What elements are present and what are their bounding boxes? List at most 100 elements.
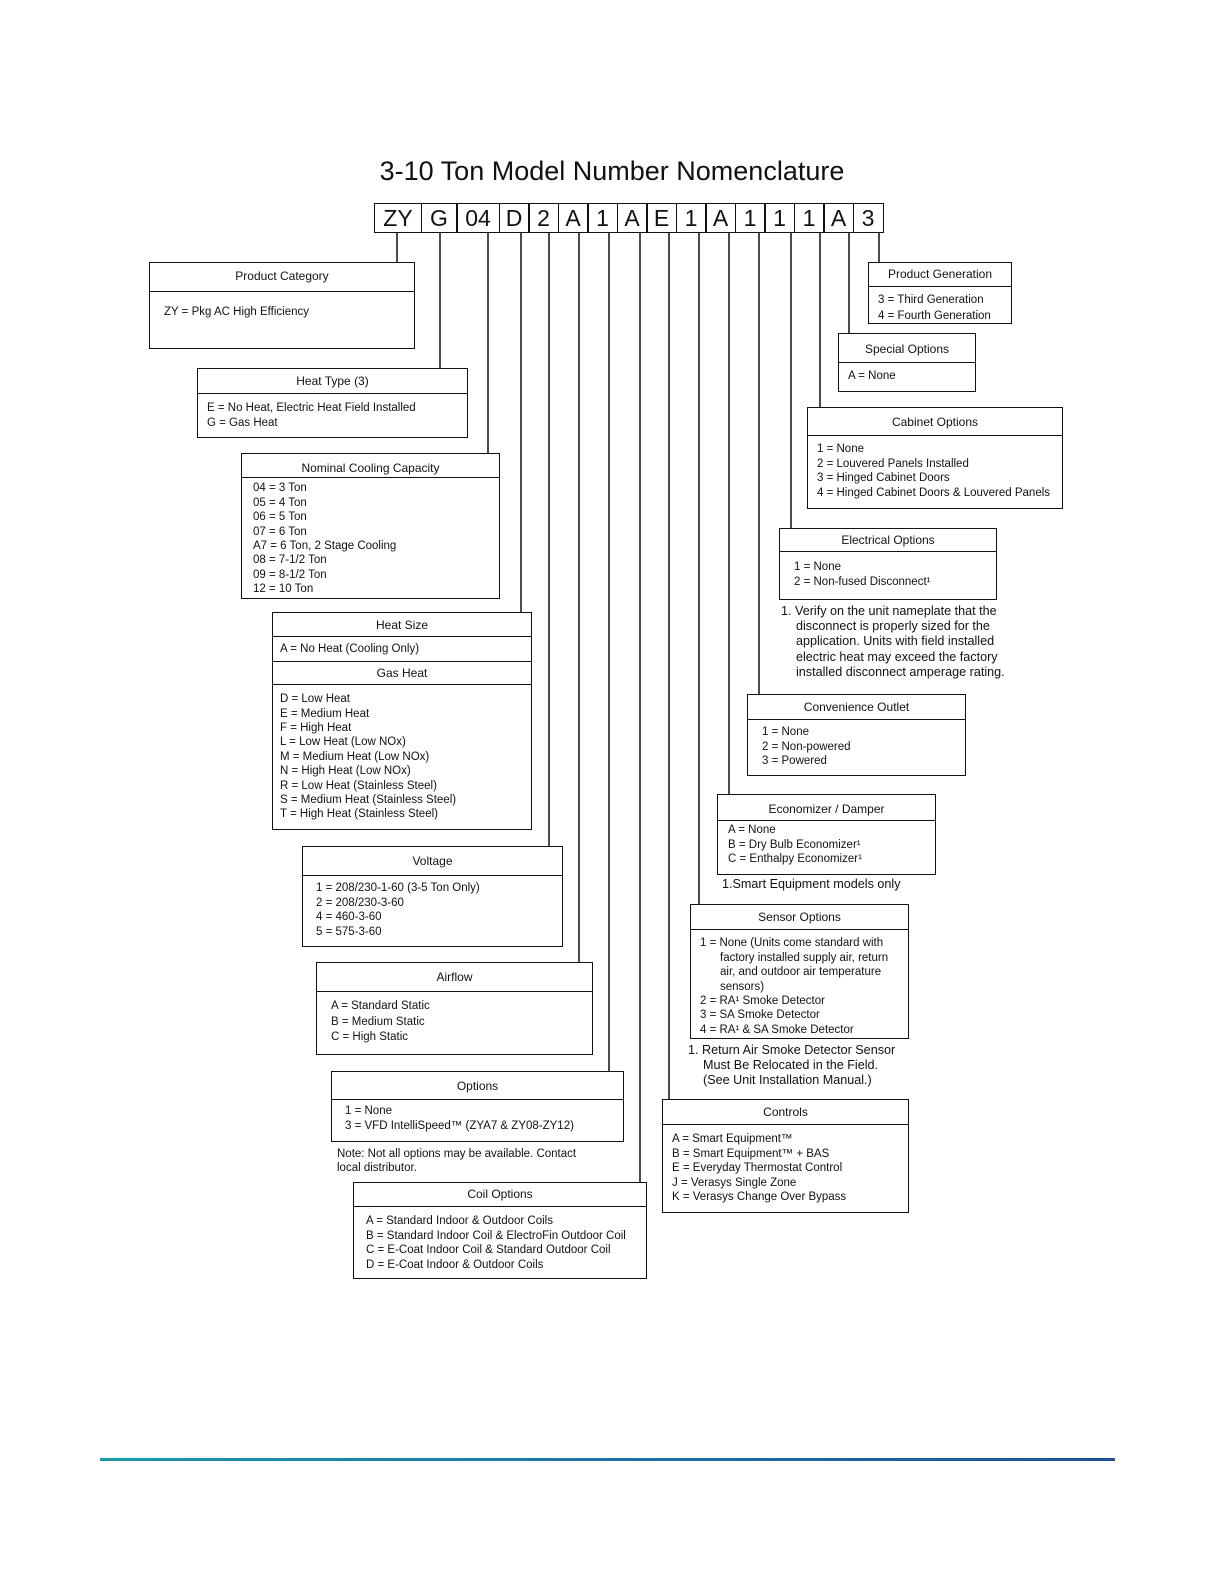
option-item: B = Dry Bulb Economizer¹	[728, 838, 861, 851]
option-item: D = Low Heat	[280, 693, 350, 706]
nominal-cooling-capacity-box: Nominal Cooling Capacity 04 = 3 Ton 05 =…	[241, 453, 500, 599]
option-item: 12 = 10 Ton	[253, 583, 314, 596]
code-cell: 2	[528, 203, 559, 233]
box-header: Voltage	[303, 847, 562, 877]
box-header: Convenience Outlet	[748, 695, 965, 721]
heat-size-box: Heat Size A = No Heat (Cooling Only) Gas…	[272, 612, 532, 830]
options-note: Note: Not all options may be available. …	[337, 1147, 576, 1175]
diagram-title: 3-10 Ton Model Number Nomenclature	[379, 156, 845, 186]
box-header: Options	[332, 1072, 623, 1101]
heat-type-box: Heat Type (3) E = No Heat, Electric Heat…	[197, 368, 468, 438]
special-options-box: Special Options A = None	[838, 333, 976, 392]
code-cell: ZY	[374, 203, 422, 233]
code-cell: A	[616, 203, 648, 233]
economizer-damper-box: Economizer / Damper A = None B = Dry Bul…	[717, 794, 936, 875]
cabinet-options-box: Cabinet Options 1 = None 2 = Louvered Pa…	[807, 407, 1063, 509]
option-item: A = Standard Indoor & Outdoor Coils	[366, 1215, 553, 1228]
option-item: 4 = 460-3-60	[316, 911, 382, 924]
voltage-box: Voltage 1 = 208/230-1-60 (3-5 Ton Only) …	[302, 846, 563, 947]
option-item: 1 = 208/230-1-60 (3-5 Ton Only)	[316, 882, 480, 895]
option-item: C = E-Coat Indoor Coil & Standard Outdoo…	[366, 1244, 611, 1257]
option-item: C = High Static	[331, 1031, 409, 1044]
option-item: 2 = 208/230-3-60	[316, 896, 404, 909]
option-item: A = None	[728, 824, 776, 837]
convenience-outlet-box: Convenience Outlet 1 = None 2 = Non-powe…	[747, 694, 966, 776]
box-header: Product Category	[150, 263, 414, 293]
code-cell: 3	[852, 203, 884, 233]
options-box: Options 1 = None 3 = VFD IntelliSpeed™ (…	[331, 1071, 624, 1142]
option-item: A7 = 6 Ton, 2 Stage Cooling	[253, 540, 397, 553]
option-item: S = Medium Heat (Stainless Steel)	[280, 794, 457, 807]
option-item: B = Medium Static	[331, 1015, 425, 1028]
option-item: E = Everyday Thermostat Control	[672, 1162, 843, 1175]
code-cell: D	[498, 203, 530, 233]
option-item: 2 = Louvered Panels Installed	[817, 457, 969, 470]
option-item: 07 = 6 Ton	[253, 525, 307, 538]
option-item: 06 = 5 Ton	[253, 511, 307, 524]
option-item: A = Standard Static	[331, 1000, 430, 1013]
option-item: M = Medium Heat (Low NOx)	[280, 750, 430, 763]
option-item: K = Verasys Change Over Bypass	[672, 1191, 847, 1204]
option-item: F = High Heat	[280, 722, 352, 735]
box-header: Sensor Options	[691, 905, 908, 931]
box-header: Product Generation	[869, 263, 1011, 288]
option-item: B = Smart Equipment™ + BAS	[672, 1147, 830, 1160]
code-cell: A	[705, 203, 736, 233]
option-item: 4 = Hinged Cabinet Doors & Louvered Pane…	[817, 486, 1051, 499]
option-item: 3 = Third Generation	[878, 294, 984, 307]
note-line: (See Unit Installation Manual.)	[703, 1073, 872, 1088]
option-item: 09 = 8-1/2 Ton	[253, 568, 327, 581]
option-item: A = Smart Equipment™	[672, 1133, 793, 1146]
code-cell: 1	[587, 203, 618, 233]
option-item: L = Low Heat (Low NOx)	[280, 736, 406, 749]
sensor-options-note: 1. Return Air Smoke Detector Sensor Must…	[688, 1043, 895, 1089]
code-cell: G	[420, 203, 458, 233]
option-item: A = None	[848, 370, 896, 383]
option-item: T = High Heat (Stainless Steel)	[280, 808, 438, 821]
option-item: A = No Heat (Cooling Only)	[280, 643, 420, 656]
box-header: Heat Type (3)	[198, 369, 467, 395]
note-line: electric heat may exceed the factory	[796, 649, 998, 664]
option-item: J = Verasys Single Zone	[672, 1176, 797, 1189]
footer-divider	[100, 1458, 1115, 1461]
box-header: Economizer / Damper	[718, 795, 935, 822]
code-cell: A	[557, 203, 589, 233]
box-header: Special Options	[839, 334, 975, 364]
note-line: installed disconnect amperage rating.	[796, 664, 1005, 679]
option-item: D = E-Coat Indoor & Outdoor Coils	[366, 1258, 544, 1271]
airflow-box: Airflow A = Standard Static B = Medium S…	[316, 962, 593, 1055]
model-code-row: ZY G 04 D 2 A 1 A E 1 A 1 1 1 A 3	[374, 203, 884, 233]
option-item: 4 = Fourth Generation	[878, 310, 991, 323]
option-item: C = Enthalpy Economizer¹	[728, 853, 862, 866]
product-generation-box: Product Generation 3 = Third Generation …	[868, 262, 1012, 324]
option-item: 1 = None	[794, 561, 841, 574]
option-item: 4 = RA¹ & SA Smoke Detector	[700, 1023, 854, 1036]
box-header: Heat Size	[273, 613, 531, 638]
code-cell: E	[646, 203, 677, 233]
option-item: 3 = Powered	[762, 755, 827, 768]
option-item: 1 = None	[345, 1105, 392, 1118]
electrical-options-note: 1. Verify on the unit nameplate that the…	[781, 604, 1005, 680]
option-item: 08 = 7-1/2 Ton	[253, 554, 327, 567]
option-item: E = Medium Heat	[280, 707, 370, 720]
product-category-box: Product Category ZY = Pkg AC High Effici…	[149, 262, 415, 349]
option-item: 05 = 4 Ton	[253, 496, 307, 509]
option-item: 2 = Non-fused Disconnect¹	[794, 575, 931, 588]
gas-heat-subheader: Gas Heat	[273, 660, 531, 686]
option-item: 5 = 575-3-60	[316, 925, 382, 938]
box-header: Controls	[663, 1100, 908, 1126]
coil-options-box: Coil Options A = Standard Indoor & Outdo…	[353, 1182, 647, 1279]
note-line: Must Be Relocated in the Field.	[703, 1058, 879, 1073]
option-item: G = Gas Heat	[207, 416, 278, 429]
option-item: N = High Heat (Low NOx)	[280, 765, 411, 778]
option-item: 1 = None (Units come standard with facto…	[700, 937, 889, 993]
note-line: local distributor.	[337, 1162, 417, 1174]
box-header: Nominal Cooling Capacity	[242, 454, 499, 479]
option-item: 2 = RA¹ Smoke Detector	[700, 995, 825, 1008]
code-cell: 1	[764, 203, 795, 233]
code-cell: A	[823, 203, 854, 233]
option-item: E = No Heat, Electric Heat Field Install…	[207, 402, 416, 415]
option-item: B = Standard Indoor Coil & ElectroFin Ou…	[366, 1229, 626, 1242]
note-line: application. Units with field installed	[796, 634, 995, 649]
